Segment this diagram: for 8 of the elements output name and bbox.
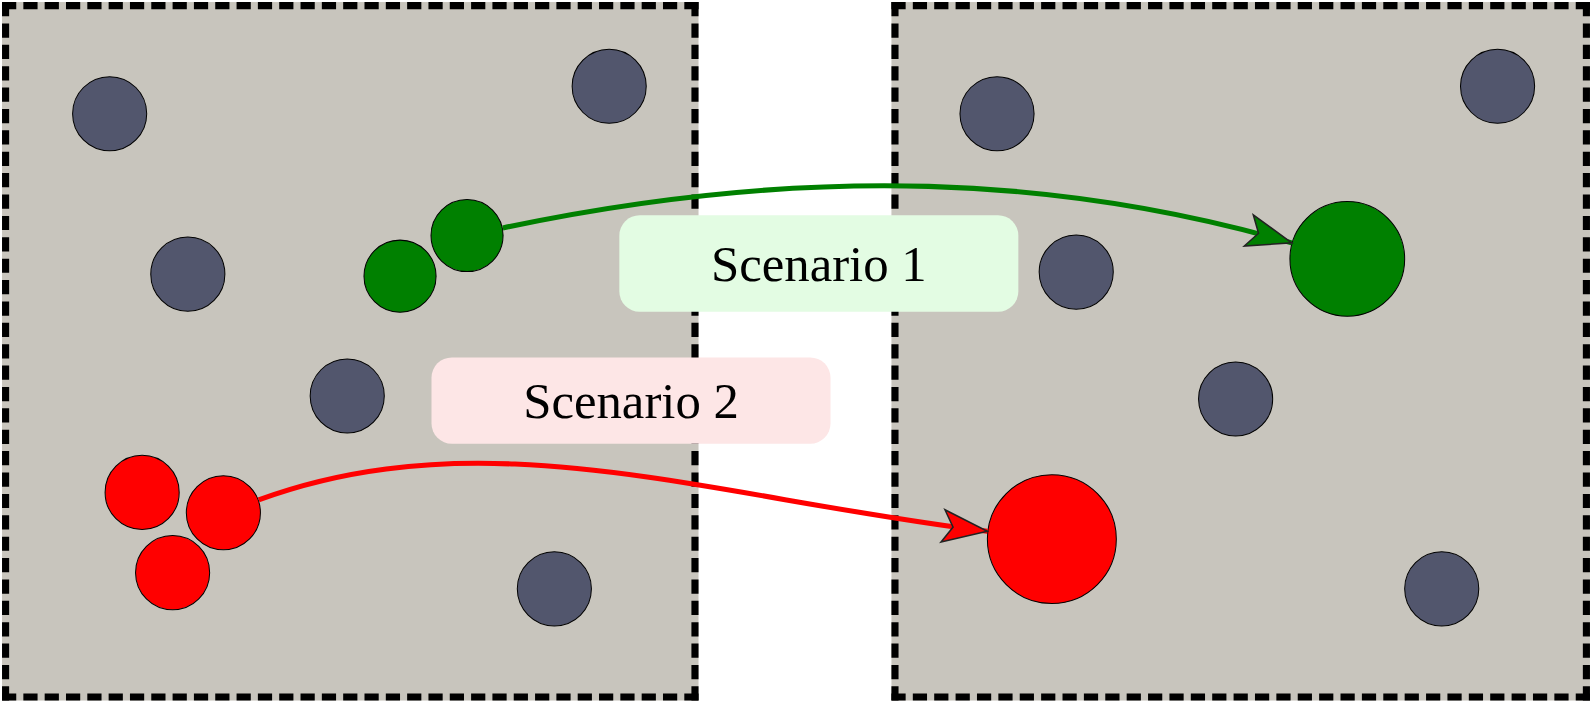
curved-arrow xyxy=(502,183,1293,248)
label-text: Scenario 1 xyxy=(711,234,927,293)
label-box xyxy=(619,215,1019,312)
dashed-panel xyxy=(2,2,699,701)
label-box xyxy=(431,357,831,444)
curved-arrow xyxy=(257,460,989,543)
dashed-panel xyxy=(891,2,1590,701)
label-text: Scenario 2 xyxy=(523,371,739,430)
